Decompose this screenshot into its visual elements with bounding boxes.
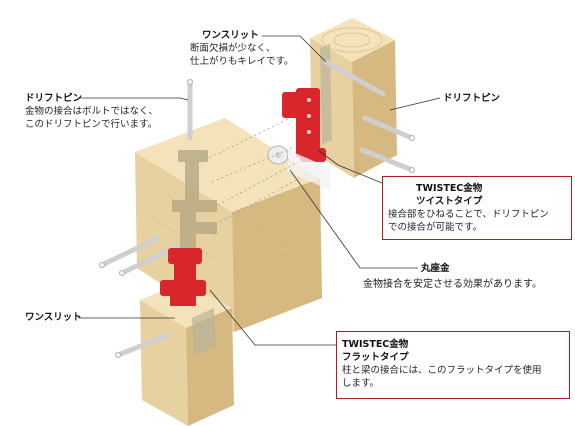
wan-slit-top-line1: 断面欠損が少なく、 — [190, 43, 276, 54]
washer-title: 丸座金 — [421, 263, 450, 274]
wan-slit-top-title: ワンスリット — [202, 30, 259, 41]
flat-type-subtitle: フラットタイプ — [342, 352, 409, 363]
twist-type-bracket — [282, 88, 326, 162]
wan-slit-top-line2: 仕上がりもキレイです。 — [190, 56, 294, 67]
leader-lines — [78, 35, 441, 346]
pin-ends — [99, 79, 415, 358]
drift-pin-right-title: ドリフトピン — [443, 93, 501, 104]
drift-pin-left-title: ドリフトピン — [25, 93, 83, 104]
guide-dashes — [204, 117, 301, 223]
flat-type-box — [336, 331, 570, 399]
bottom-slit — [192, 308, 216, 356]
wan-slit-bottom-title: ワンスリット — [25, 312, 82, 323]
drift-pins — [99, 59, 415, 358]
flat-type-bracket — [160, 248, 206, 306]
twist-type-line2: での接合が可能です。 — [388, 222, 483, 233]
drift-pin-left-line1: 金物の接合はボルトではなく、 — [25, 106, 159, 117]
twist-type-line1: 接合部をひねることで、ドリフトピン — [388, 209, 549, 220]
center-ghost-metal — [172, 150, 217, 252]
flat-type-line1: 柱と梁の接合には、このフラットタイプを使用 — [342, 365, 542, 376]
twist-type-title: TWISTEC金物 — [416, 183, 483, 194]
flat-type-line2: します。 — [342, 378, 380, 389]
round-washer — [267, 145, 330, 190]
upper-slit — [320, 44, 332, 145]
drift-pin-left-line2: このドリフトピンで行います。 — [25, 119, 158, 130]
twist-type-subtitle: ツイストタイプ — [416, 196, 483, 207]
flat-type-title: TWISTEC金物 — [342, 339, 409, 350]
twist-type-box — [382, 176, 572, 240]
washer-line1: 金物接合を安定させる効果があります。 — [363, 279, 542, 290]
